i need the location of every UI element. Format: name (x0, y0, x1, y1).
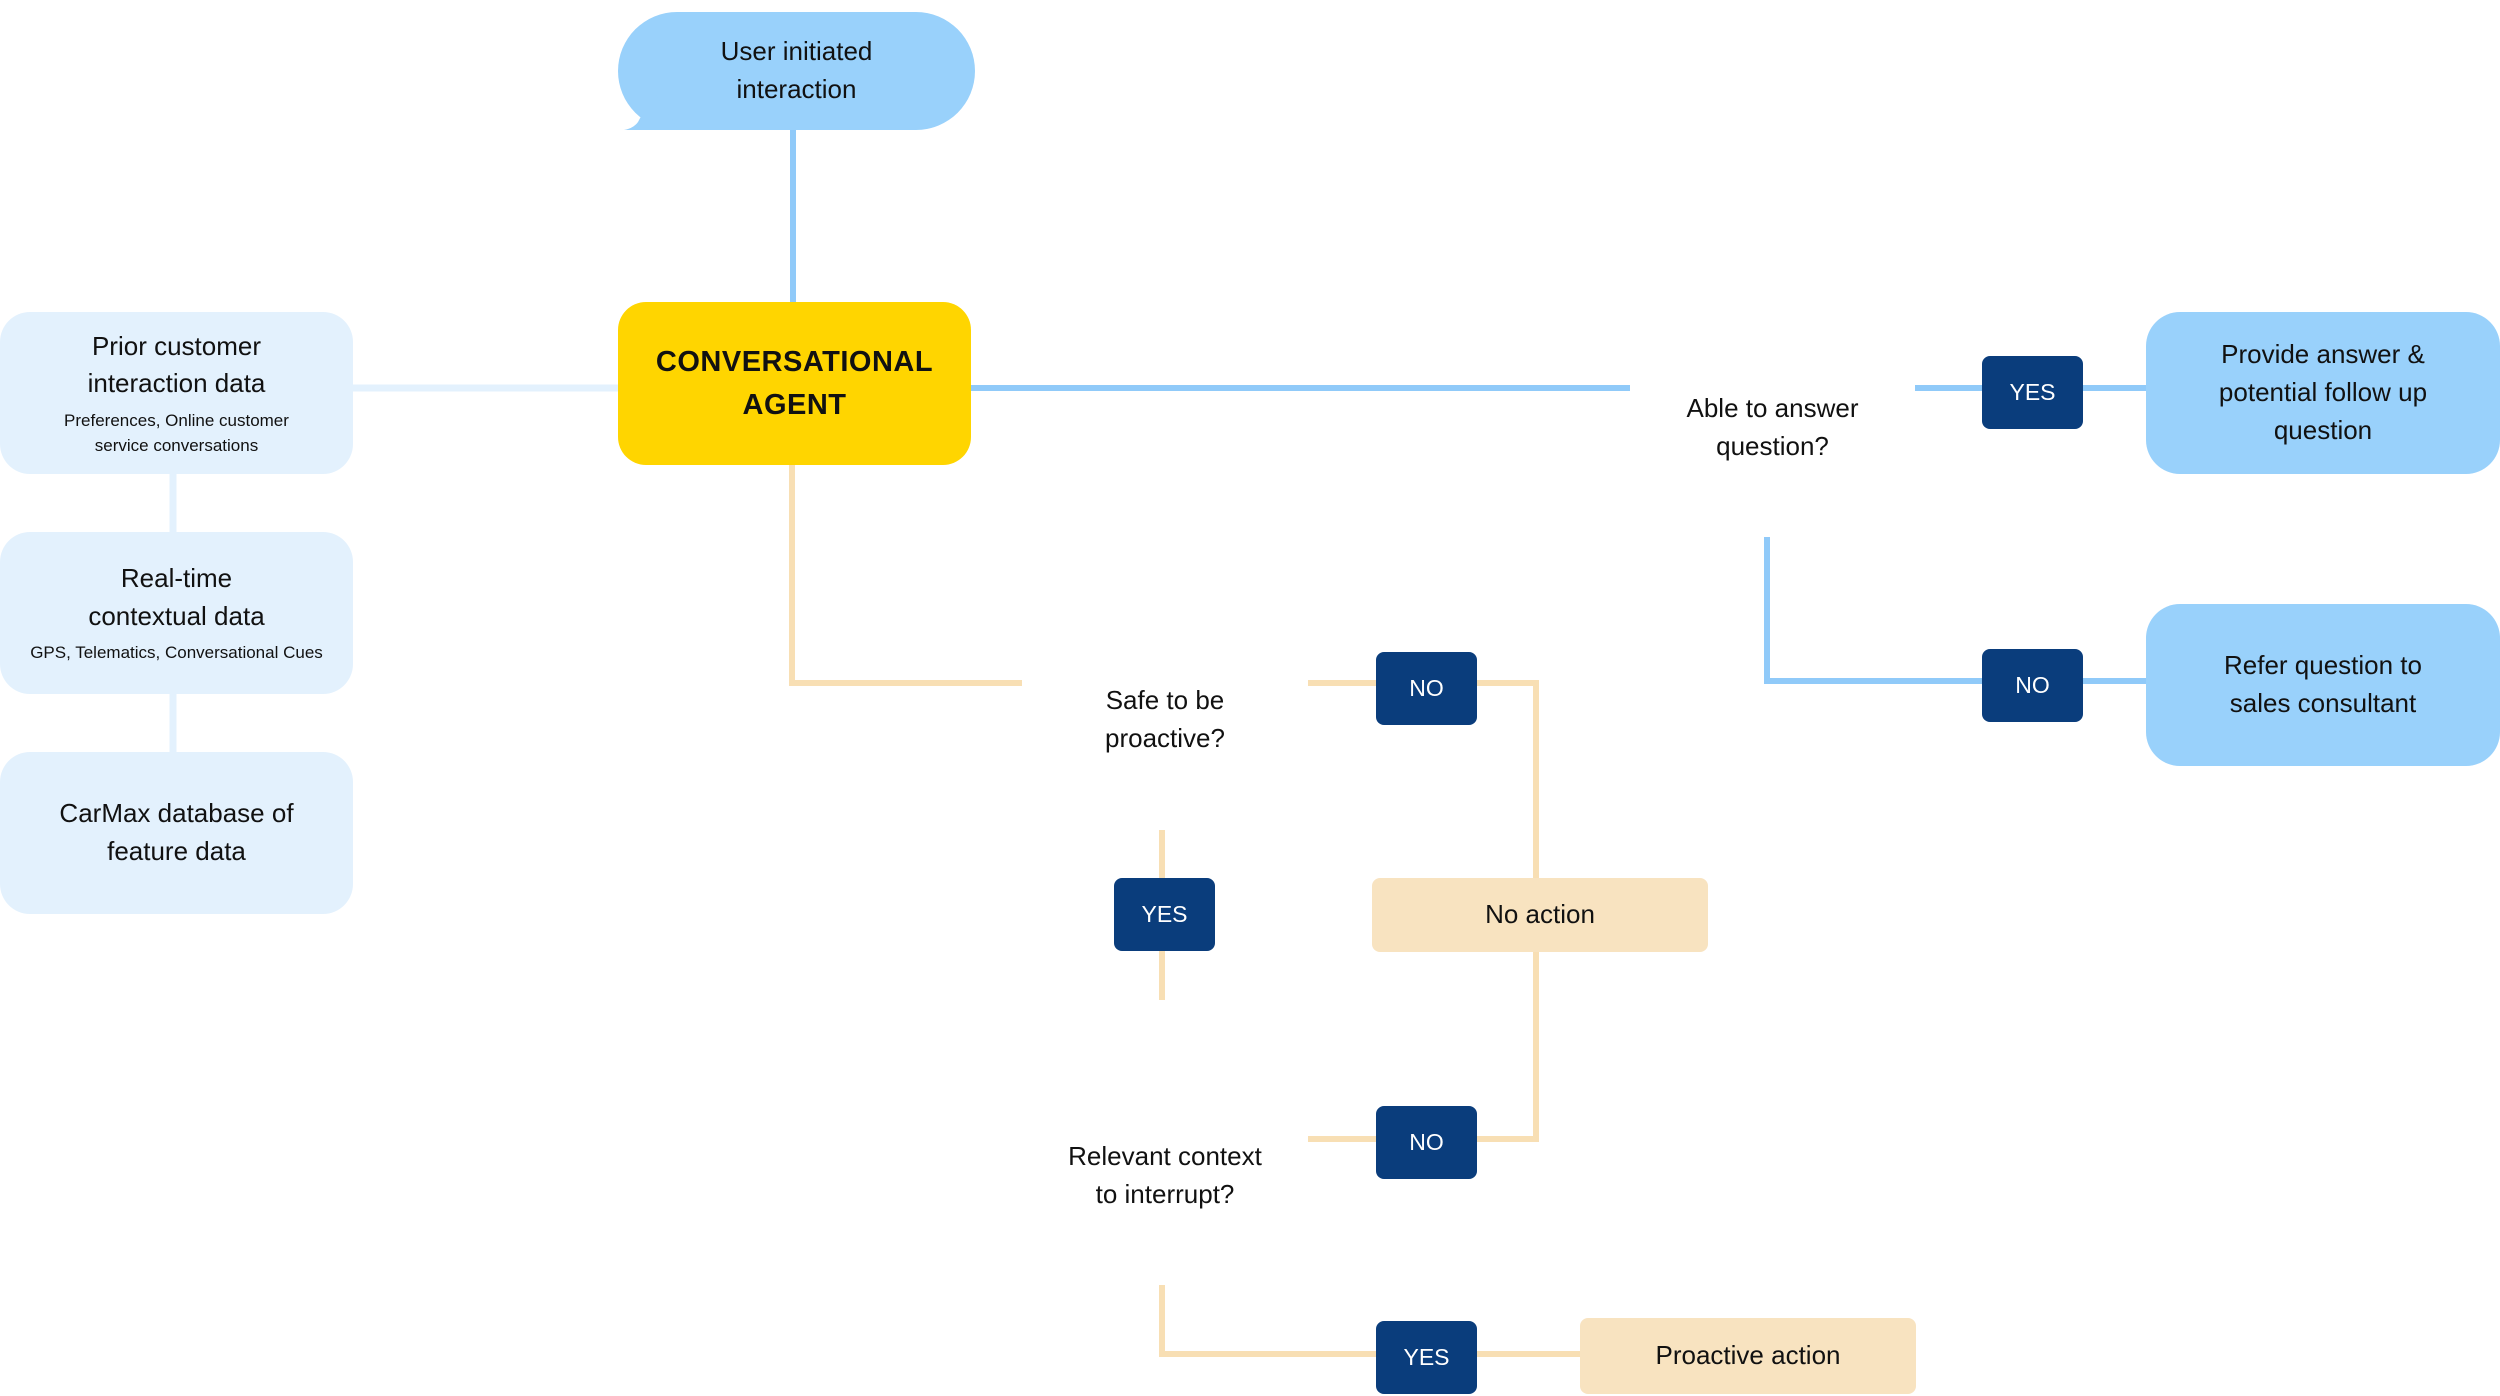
outcome-provide-answer: Provide answer & potential follow up que… (2146, 312, 2500, 474)
outcome-no-action: No action (1372, 878, 1708, 952)
conversational-agent-node: CONVERSATIONAL AGENT (618, 302, 971, 465)
relevant-no-badge: NO (1376, 1106, 1477, 1179)
agent-line-1: CONVERSATIONAL (655, 346, 934, 379)
start-line-2: interaction (736, 74, 857, 104)
provide-line-2: potential follow up (2218, 377, 2428, 408)
connector-no-noaction (1476, 680, 1539, 878)
source-carmax-feature-database: CarMax database of feature data (0, 752, 353, 914)
refer-line-2: sales consultant (2229, 688, 2417, 718)
question-safe-to-be-proactive: Safe to be proactive? (1022, 612, 1308, 827)
able-line-1: Able to answer (1686, 392, 1859, 423)
connector-noaction-no (1476, 952, 1539, 1142)
question-relevant-context: Relevant context to interrupt? (1022, 1068, 1308, 1283)
relevant-line-1: Relevant context (1068, 1140, 1262, 1171)
source3-line-1: CarMax database of (59, 798, 294, 829)
speech-tail-icon (624, 92, 679, 130)
relevant-line-2: to interrupt? (1095, 1178, 1235, 1209)
agent-line-2: AGENT (742, 388, 847, 421)
relevant-yes-badge: YES (1376, 1321, 1477, 1394)
able-yes-badge: YES (1982, 356, 2083, 429)
source1-subtext: Preferences, Online customer service con… (64, 411, 289, 455)
outcome-proactive-action: Proactive action (1580, 1318, 1916, 1394)
safe-line-2: proactive? (1105, 722, 1225, 753)
safe-no-badge: NO (1376, 652, 1477, 725)
outcome-refer-to-consultant: Refer question to sales consultant (2146, 604, 2500, 766)
source2-line-1: Real-time (120, 562, 233, 593)
source3-line-2: feature data (107, 836, 246, 866)
source-realtime-context-data: Real-time contextual data GPS, Telematic… (0, 532, 353, 694)
safe-yes-badge: YES (1114, 878, 1215, 951)
safe-line-1: Safe to be (1105, 684, 1225, 715)
provide-line-1: Provide answer & (2221, 339, 2425, 370)
provide-line-3: question (2273, 414, 2373, 445)
source-prior-customer-data: Prior customer interaction data Preferen… (0, 312, 353, 474)
source1-line-1: Prior customer (91, 330, 262, 361)
connector-able-no (1764, 537, 1985, 684)
source1-line-2: interaction data (87, 368, 266, 399)
user-initiated-interaction-node: User initiated interaction (618, 12, 975, 130)
connector-relevant-yes (1159, 1285, 1376, 1357)
connector-agent-safe (789, 465, 1022, 686)
source2-subtext: GPS, Telematics, Conversational Cues (30, 643, 323, 663)
refer-line-1: Refer question to (2223, 650, 2422, 681)
able-no-badge: NO (1982, 649, 2083, 722)
start-line-1: User initiated (720, 36, 873, 67)
source2-line-2: contextual data (88, 600, 265, 631)
able-line-2: question? (1716, 430, 1829, 461)
question-able-to-answer: Able to answer question? (1630, 320, 1915, 535)
